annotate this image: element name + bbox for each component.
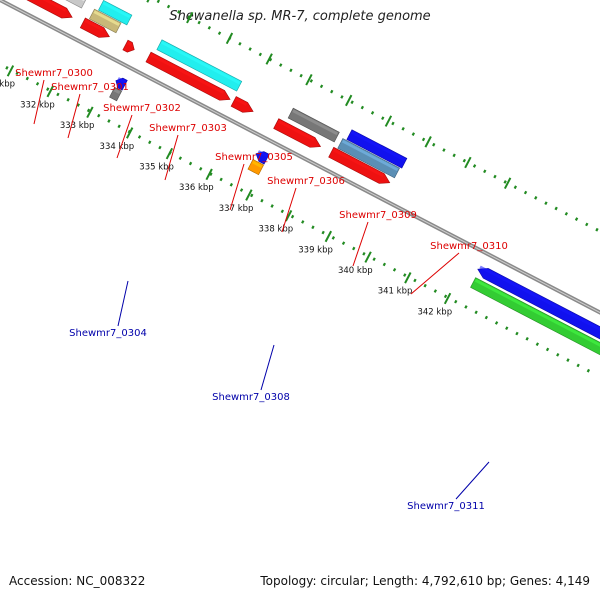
- scale-label: 338 kbp: [259, 225, 294, 235]
- accession-text: Accession: NC_008322: [9, 574, 146, 588]
- gene-label-shewmr7-0300: Shewmr7_0300: [15, 68, 93, 79]
- major-tick: [126, 127, 134, 139]
- major-tick: [443, 292, 452, 305]
- scale-label: 331 kbp: [0, 80, 15, 90]
- rrna-shewmr7-0302: [88, 8, 122, 34]
- major-tick: [86, 106, 94, 119]
- scale-label: 336 kbp: [179, 183, 214, 193]
- major-tick: [245, 189, 253, 201]
- gene-label-shewmr7-0305: Shewmr7_0305: [215, 152, 293, 163]
- major-tick: [424, 136, 432, 148]
- cds-shewmr7-0301: [26, 0, 73, 19]
- major-tick: [284, 209, 293, 222]
- major-tick: [265, 53, 273, 65]
- major-tick: [404, 272, 412, 284]
- major-tick: [205, 168, 213, 181]
- gene-labels: 331 kbp 332 kbp 333 kbp 334 kbp 335 kbp 336 k…: [0, 68, 508, 512]
- callout-line: [116, 114, 133, 159]
- major-tick: [464, 156, 472, 169]
- callout-line: [67, 93, 81, 139]
- gene-shewmr7-0309: [287, 107, 340, 143]
- scale-label: 341 kbp: [378, 287, 413, 297]
- callout-line: [164, 134, 179, 181]
- scale-label: 340 kbp: [338, 266, 373, 276]
- gene-shewmr7-0302: [98, 0, 133, 26]
- major-tick: [186, 11, 194, 24]
- major-tick: [503, 177, 512, 189]
- callout-line: [352, 221, 369, 267]
- gene-label-shewmr7-0308: Shewmr7_0308: [212, 392, 290, 403]
- callout-line: [281, 187, 297, 233]
- callout-line: [117, 280, 129, 327]
- gene-shewmr7-0305: [156, 39, 243, 92]
- major-tick: [305, 73, 313, 86]
- scale-label: 334 kbp: [100, 142, 135, 152]
- scale-label: 332 kbp: [20, 100, 55, 110]
- rrna-shewmr7-0310: [337, 138, 400, 179]
- gene-label-shewmr7-0309: Shewmr7_0309: [339, 210, 417, 221]
- gene-label-shewmr7-0306: Shewmr7_0306: [267, 176, 345, 187]
- callout-line: [229, 163, 245, 211]
- callout-line: [410, 252, 460, 295]
- scale-label: 337 kbp: [219, 204, 254, 214]
- major-tick: [364, 251, 372, 263]
- gene-label-shewmr7-0311: Shewmr7_0311: [407, 501, 485, 512]
- scale-label: 333 kbp: [60, 121, 95, 131]
- major-tick: [345, 94, 353, 107]
- major-tick: [46, 85, 54, 98]
- major-tick: [6, 65, 15, 77]
- cds-shewmr7-0306: [230, 96, 254, 113]
- gene-label-shewmr7-0310: Shewmr7_0310: [430, 241, 508, 252]
- gene-label-shewmr7-0304: Shewmr7_0304: [69, 328, 147, 339]
- gene-label-shewmr7-0301: Shewmr7_0301: [51, 82, 129, 93]
- major-tick: [165, 147, 174, 160]
- outer-scale-track: [156, 0, 599, 232]
- backbone-line: [0, 0, 600, 315]
- major-tick: [225, 32, 234, 45]
- gene-shewmr7-0311: [470, 277, 600, 356]
- genome-summary-text: Topology: circular; Length: 4,792,610 bp…: [260, 574, 590, 588]
- callout-line: [33, 79, 45, 125]
- gene-shewmr7-0308: [247, 159, 265, 176]
- feature-lanes: [0, 0, 600, 373]
- gene-shewmr7-0310: [346, 129, 408, 169]
- cds-shewmr7-0311: [477, 268, 600, 340]
- gene-label-shewmr7-0303: Shewmr7_0303: [149, 123, 227, 134]
- scale-label: 342 kbp: [417, 307, 452, 317]
- scale-label: 335 kbp: [139, 163, 174, 173]
- scale-label: 339 kbp: [298, 245, 333, 255]
- callout-line: [455, 461, 490, 500]
- map-title: Shewanella sp. MR-7, complete genome: [169, 9, 431, 24]
- major-tick: [324, 230, 333, 243]
- callout-line: [260, 344, 275, 391]
- major-tick: [146, 0, 150, 3]
- gene-label-shewmr7-0302: Shewmr7_0302: [103, 103, 181, 114]
- major-tick: [384, 115, 393, 127]
- gene-shewmr7-0301: [65, 0, 87, 9]
